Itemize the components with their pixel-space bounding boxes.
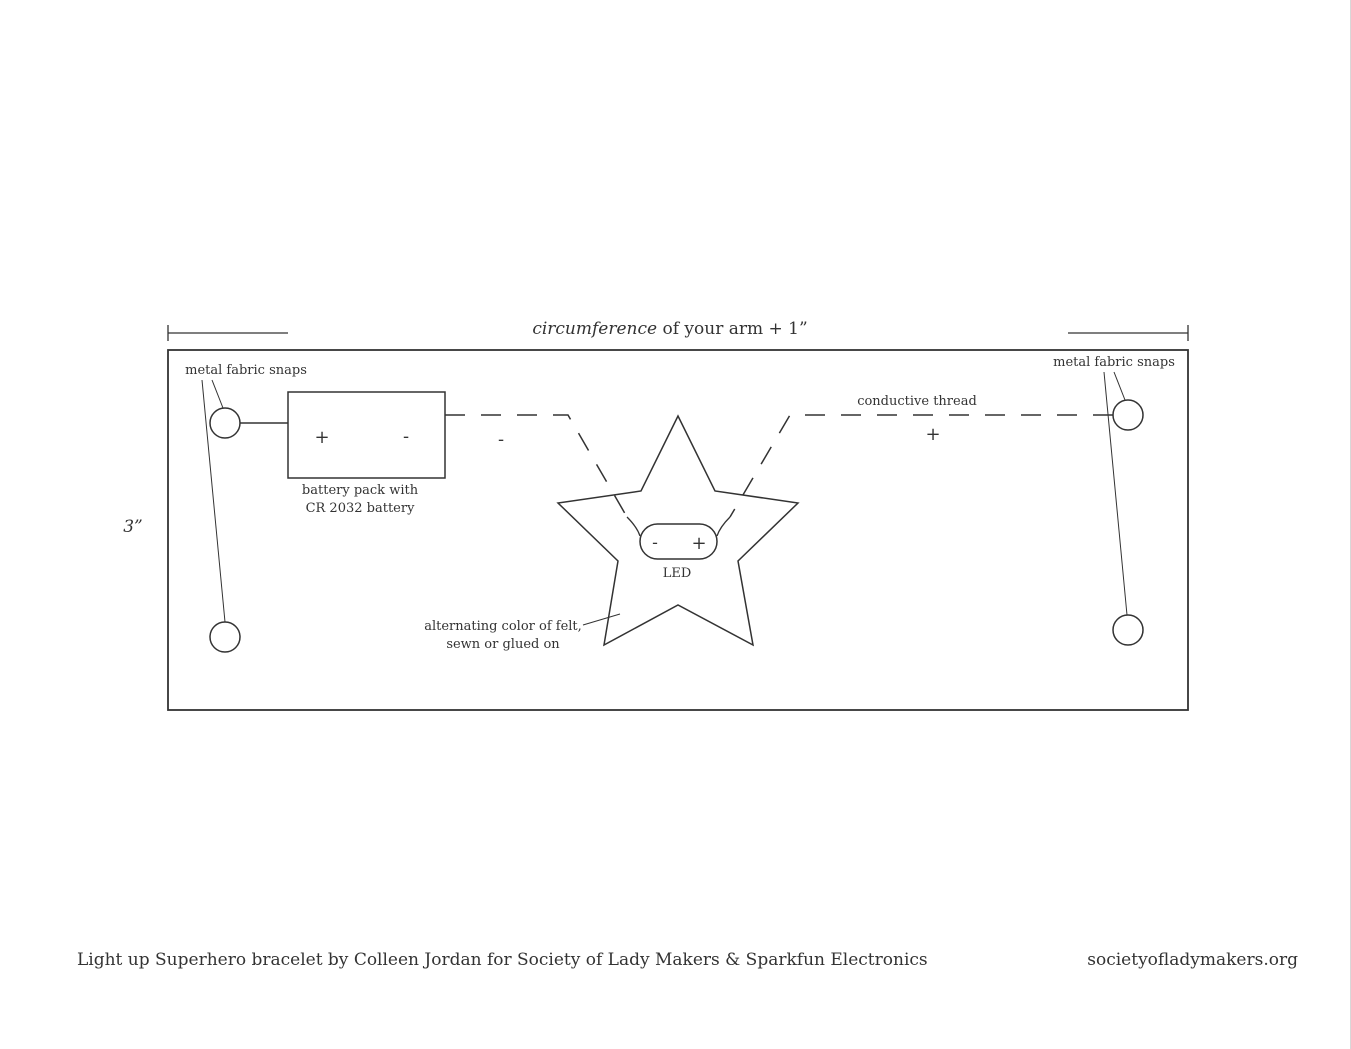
felt-leader-line xyxy=(582,613,621,626)
battery-label-line1: battery pack with xyxy=(302,483,419,498)
right-snaps-leader xyxy=(1103,371,1128,616)
thread-label: conductive thread xyxy=(857,394,977,409)
width-label: circumference of your arm + 1” xyxy=(532,319,807,339)
leader-line-bottom-right xyxy=(1103,371,1128,616)
snaps-left-label: metal fabric snaps xyxy=(185,363,307,378)
led-plus-symbol: + xyxy=(691,533,706,554)
leader-line-top-left xyxy=(211,379,224,409)
snap-top-left xyxy=(209,407,241,439)
snap-bottom-right xyxy=(1112,614,1144,646)
left-snaps-leader xyxy=(201,379,226,623)
felt-label-line2: sewn or glued on xyxy=(446,637,560,652)
leader-line-bottom-left xyxy=(201,379,226,623)
width-label-rest: of your arm + 1” xyxy=(657,319,808,339)
led-component xyxy=(639,523,718,560)
led-minus-symbol: - xyxy=(652,533,658,553)
battery-pack xyxy=(287,391,446,479)
width-dimension xyxy=(167,325,1189,341)
thread-minus-symbol: - xyxy=(498,429,504,450)
led-label: LED xyxy=(663,566,692,581)
footer-credit: Light up Superhero bracelet by Colleen J… xyxy=(77,950,928,970)
right-snaps xyxy=(1112,399,1144,646)
bracelet-outline xyxy=(167,349,1189,711)
thread-negative-end xyxy=(626,516,641,537)
battery-label-line2: CR 2032 battery xyxy=(306,501,416,516)
battery-minus-symbol: - xyxy=(403,426,409,447)
width-label-italic: circumference xyxy=(532,319,657,339)
leader-line-top-right xyxy=(1113,371,1126,401)
thread-positive-end xyxy=(716,516,731,537)
left-snaps xyxy=(209,407,241,653)
height-label: 3” xyxy=(123,517,143,537)
footer-website: societyofladymakers.org xyxy=(1087,950,1298,970)
snap-top-right xyxy=(1112,399,1144,431)
thread-negative-path xyxy=(445,414,628,518)
thread-positive-path xyxy=(729,414,1113,518)
thread-plus-symbol: + xyxy=(925,424,940,445)
snap-bottom-left xyxy=(209,621,241,653)
felt-label-line1: alternating color of felt, xyxy=(424,619,582,634)
snaps-right-label: metal fabric snaps xyxy=(1053,355,1175,370)
battery-plus-symbol: + xyxy=(314,427,329,448)
